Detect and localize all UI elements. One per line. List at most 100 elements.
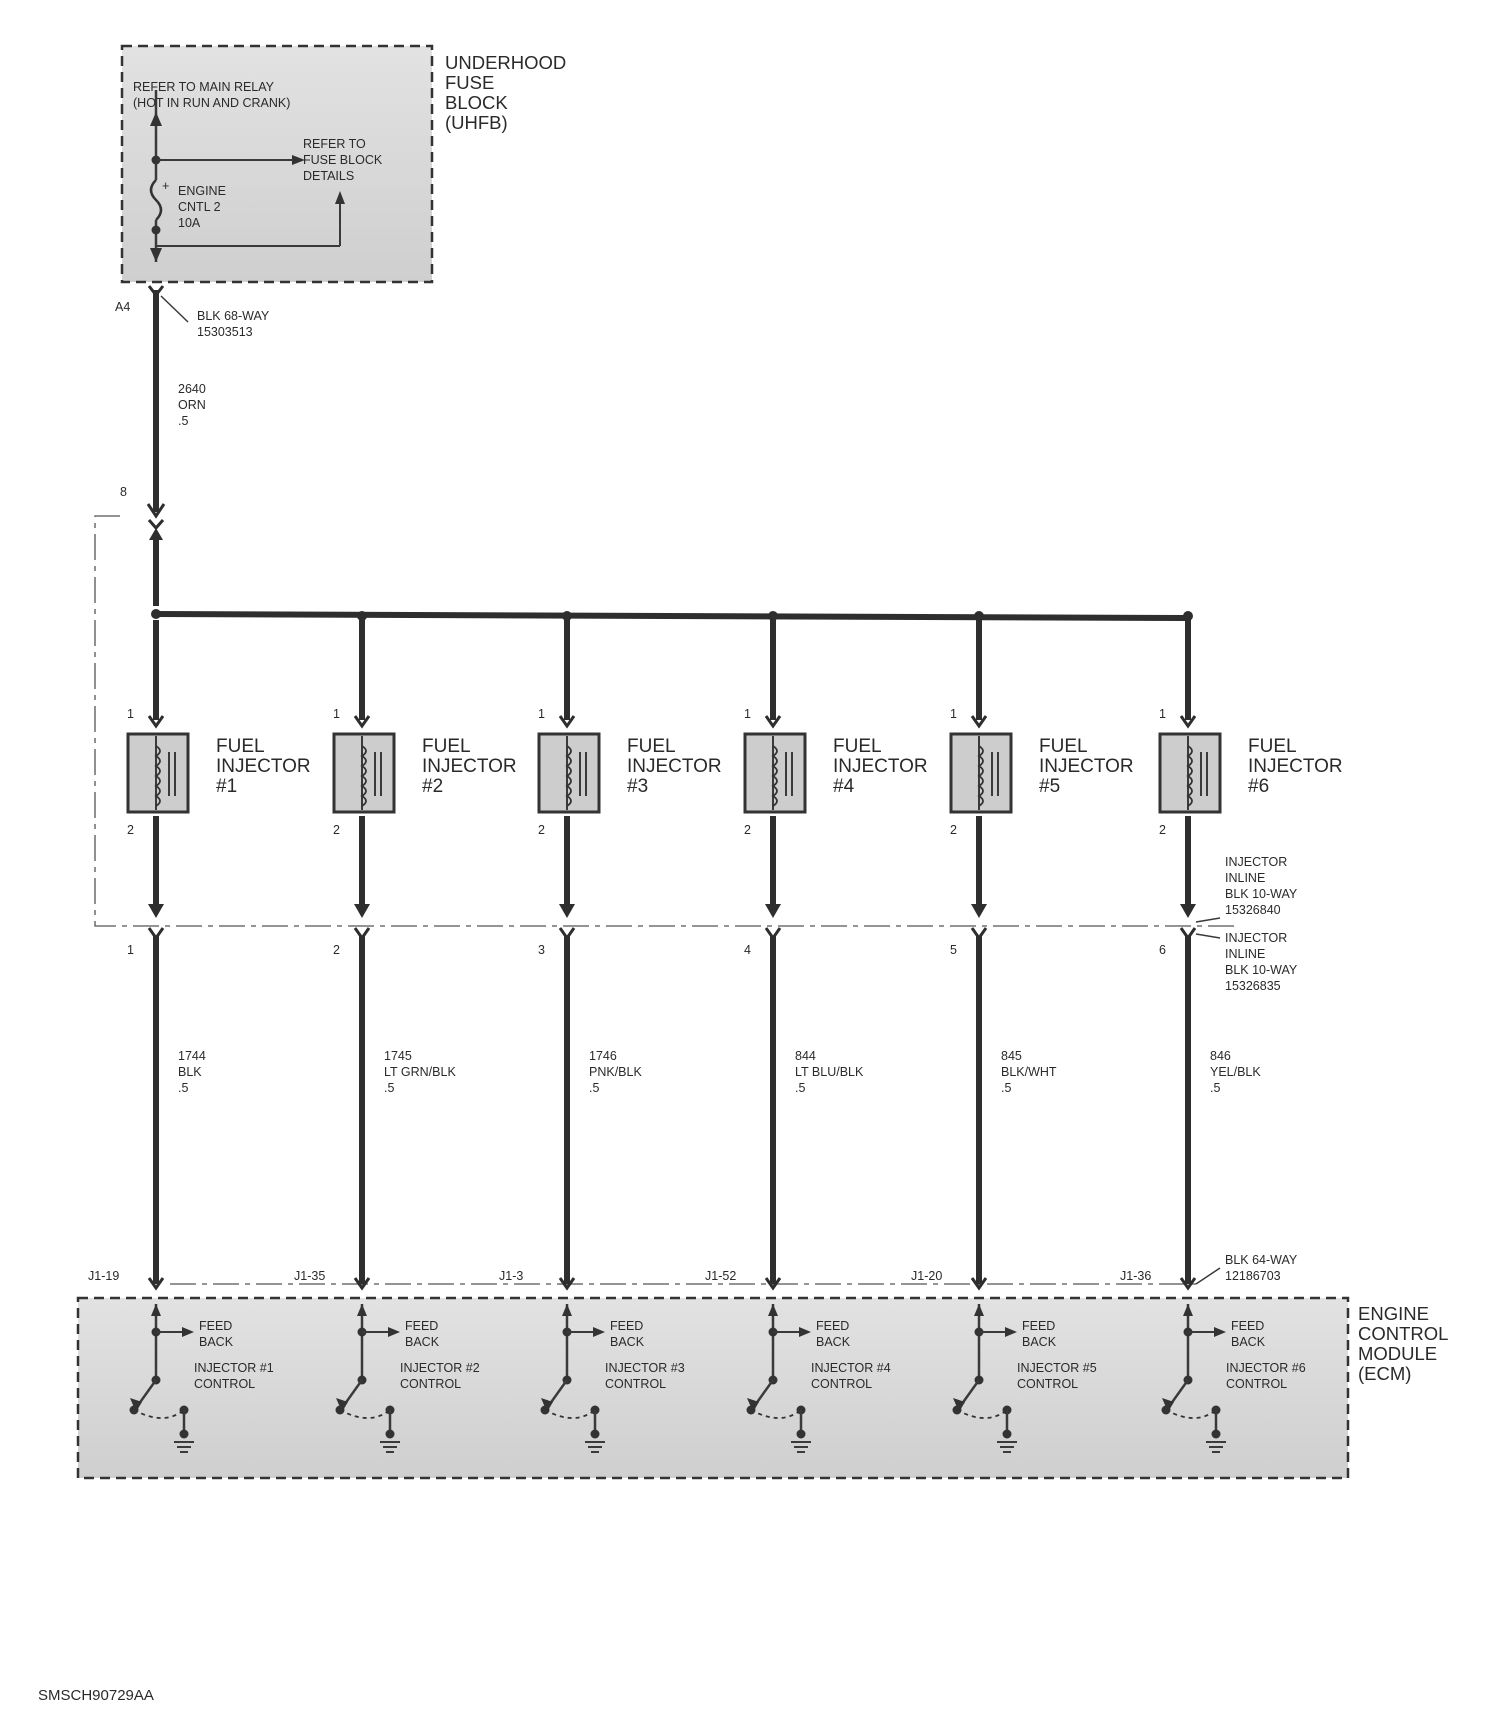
control-line-2: CONTROL [194, 1377, 255, 1391]
control-line-1: INJECTOR #6 [1226, 1361, 1306, 1375]
fuel-injector-body [743, 732, 807, 814]
pin-top: 1 [127, 707, 134, 721]
pin-top: 1 [333, 707, 340, 721]
supply-bottom-pin: 8 [120, 485, 127, 499]
control-line-2: CONTROL [811, 1377, 872, 1391]
supply-connector-line-1: BLK 68-WAY [197, 309, 270, 323]
wire-line-2: LT BLU/BLK [795, 1065, 864, 1079]
pin-bottom: 2 [333, 823, 340, 837]
wire-line-3: .5 [795, 1081, 805, 1095]
inline-pin: 4 [744, 943, 751, 957]
feedback-arrow-icon [388, 1327, 400, 1337]
fuel-injector-body [126, 732, 190, 814]
wire-line-3: .5 [178, 1081, 188, 1095]
inline-upper-line-3: BLK 10-WAY [1225, 887, 1298, 901]
control-line-2: CONTROL [1226, 1377, 1287, 1391]
splice-bus [151, 609, 1191, 632]
pin-bottom: 2 [127, 823, 134, 837]
pin-bottom: 2 [950, 823, 957, 837]
wire-line-1: 846 [1210, 1049, 1231, 1063]
pin-top: 1 [538, 707, 545, 721]
ecm-title-2: CONTROL [1358, 1323, 1448, 1344]
pin-bottom: 2 [1159, 823, 1166, 837]
fuse-line-1: ENGINE [178, 184, 226, 198]
fuse-block-title-1: UNDERHOOD [445, 52, 566, 73]
feedback-arrow-icon [799, 1327, 811, 1337]
fuse-block-outline [120, 44, 434, 284]
wire-line-2: BLK/WHT [1001, 1065, 1057, 1079]
figure-id: SMSCH90729AA [38, 1687, 154, 1704]
fuse-block: REFER TO MAIN RELAY (HOT IN RUN AND CRAN… [120, 44, 566, 284]
wire-line-1: 845 [1001, 1049, 1022, 1063]
feedback-line-2: BACK [816, 1335, 851, 1349]
injector-label-line-3: #5 [1039, 776, 1060, 797]
ecm-driver-layer: FEED BACK INJECTOR #1 CONTROL FEED BACK INJECT… [129, 1304, 1306, 1453]
wire-line-2: PNK/BLK [589, 1065, 642, 1079]
inline-pin: 5 [950, 943, 957, 957]
control-line-1: INJECTOR #1 [194, 1361, 274, 1375]
fuse-mark: + [162, 179, 169, 193]
supply-connector-line-2: 15303513 [197, 325, 253, 339]
injector-label-line-1: FUEL [1039, 736, 1088, 757]
coil-icon [154, 745, 161, 807]
inline-upper-line-2: INLINE [1225, 871, 1265, 885]
injector-label-line-1: FUEL [627, 736, 676, 757]
supply-wire-line-2: ORN [178, 398, 206, 412]
pin-top: 1 [744, 707, 751, 721]
feedback-line-1: FEED [610, 1319, 643, 1333]
relay-ref-line-1: REFER TO MAIN RELAY [133, 80, 275, 94]
injector-label-line-1: FUEL [833, 736, 882, 757]
coil-icon [977, 745, 984, 807]
wire-line-1: 1744 [178, 1049, 206, 1063]
feedback-line-1: FEED [199, 1319, 232, 1333]
fuse-line-2: CNTL 2 [178, 200, 221, 214]
details-ref-line-1: REFER TO [303, 137, 366, 151]
control-line-1: INJECTOR #3 [605, 1361, 685, 1375]
fuse-block-title-2: FUSE [445, 72, 494, 93]
injector-label-line-3: #6 [1248, 776, 1269, 797]
fuse-icon [149, 179, 163, 221]
injector-layer: 12FUELINJECTOR#111744BLK.5J1-1912FUELINJ… [88, 611, 1343, 1291]
fuse-block-title-3: BLOCK [445, 92, 508, 113]
ecm-connector-line-2: 12186703 [1225, 1269, 1281, 1283]
inline-lower-line-3: BLK 10-WAY [1225, 963, 1298, 977]
control-line-2: CONTROL [400, 1377, 461, 1391]
feedback-line-1: FEED [1022, 1319, 1055, 1333]
wire-line-3: .5 [1001, 1081, 1011, 1095]
inline-pin: 1 [127, 943, 134, 957]
inline-pin: 6 [1159, 943, 1166, 957]
ecm-title-1: ENGINE [1358, 1303, 1429, 1324]
fuel-injector-body [949, 732, 1013, 814]
wire-line-2: LT GRN/BLK [384, 1065, 456, 1079]
feedback-arrow-icon [1214, 1327, 1226, 1337]
control-line-2: CONTROL [1017, 1377, 1078, 1391]
ecm-connector-line-1: BLK 64-WAY [1225, 1253, 1298, 1267]
supply-wire-line-1: 2640 [178, 382, 206, 396]
ecm-pin: J1-19 [88, 1269, 119, 1283]
wire-line-1: 844 [795, 1049, 816, 1063]
injector-label-line-2: INJECTOR [1039, 756, 1134, 777]
ecm-title-4: (ECM) [1358, 1363, 1411, 1384]
injector-label-line-1: FUEL [1248, 736, 1297, 757]
ecm-pin: J1-20 [911, 1269, 942, 1283]
ecm-pin: J1-36 [1120, 1269, 1151, 1283]
control-line-2: CONTROL [605, 1377, 666, 1391]
injector-label-line-3: #3 [627, 776, 648, 797]
feedback-line-2: BACK [405, 1335, 440, 1349]
wire-line-1: 1746 [589, 1049, 617, 1063]
ecm-outline [76, 1296, 1350, 1480]
wire-line-3: .5 [384, 1081, 394, 1095]
coil-icon [771, 745, 778, 807]
inline-connector-labels: INJECTOR INLINE BLK 10-WAY 15326840 INJE… [1195, 855, 1298, 1285]
injector-label-line-2: INJECTOR [422, 756, 517, 777]
ecm-title-3: MODULE [1358, 1343, 1437, 1364]
pin-top: 1 [950, 707, 957, 721]
feedback-line-1: FEED [405, 1319, 438, 1333]
injector-label-line-3: #2 [422, 776, 443, 797]
